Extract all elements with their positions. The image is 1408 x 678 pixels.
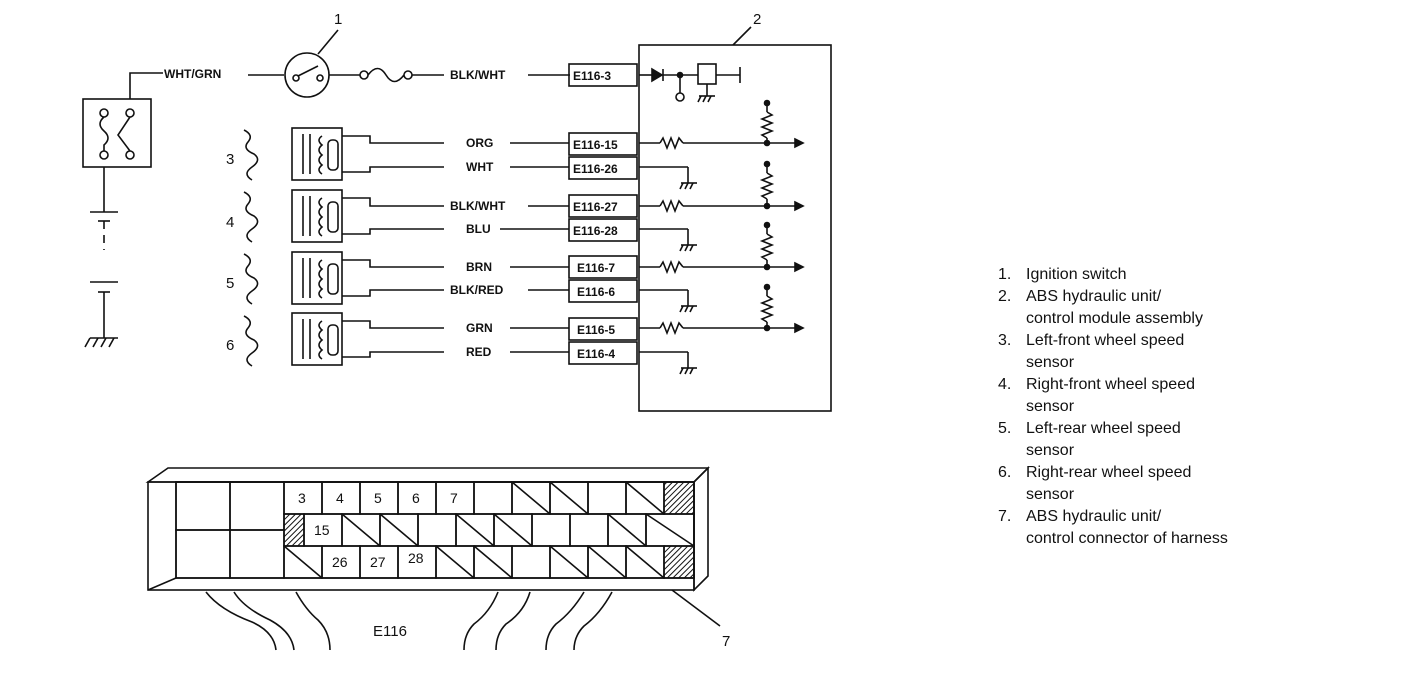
- connector-cell-7: 7: [450, 490, 458, 506]
- module-power-circuit: [639, 63, 741, 103]
- wheel-speed-sensors: [243, 127, 569, 367]
- legend-number: 3.: [998, 332, 1012, 349]
- wire-label-wht-grn: WHT/GRN: [164, 67, 221, 81]
- legend-number: 5.: [998, 420, 1012, 437]
- pin-label-e116-5: E116-5: [577, 323, 615, 337]
- callout-1: 1: [334, 11, 342, 28]
- callout-2: 2: [753, 11, 761, 28]
- connector-cell-6: 6: [412, 490, 420, 506]
- pin-label-e116-28: E116-28: [573, 224, 618, 238]
- fuse-symbol: [359, 67, 570, 83]
- legend-number: 6.: [998, 464, 1012, 481]
- battery-relay-circuit: [82, 72, 163, 348]
- legend-number: 4.: [998, 376, 1012, 393]
- module-sensor-inputs: [639, 99, 805, 375]
- pin-label-e116-26: E116-26: [573, 162, 618, 176]
- wire-label-wht: WHT: [466, 160, 494, 174]
- wire-label-blu: BLU: [466, 222, 491, 236]
- legend-number: 2.: [998, 288, 1012, 305]
- legend: 1. Ignition switch 2. ABS hydraulic unit…: [998, 264, 1298, 550]
- legend-item: 3. Left-front wheel speed sensor: [998, 330, 1298, 374]
- legend-item: 6. Right-rear wheel speed sensor: [998, 462, 1298, 506]
- pin-label-e116-7: E116-7: [577, 261, 615, 275]
- wire-label-red: RED: [466, 345, 492, 359]
- legend-item: 2. ABS hydraulic unit/ control module as…: [998, 286, 1298, 330]
- legend-number: 7.: [998, 508, 1012, 525]
- legend-text: Right-rear wheel speed sensor: [1026, 464, 1192, 503]
- connector-cell-3: 3: [298, 490, 306, 506]
- wire-label-blk-wht-top: BLK/WHT: [450, 68, 506, 82]
- pin-label-e116-27: E116-27: [573, 200, 618, 214]
- pin-label-e116-6: E116-6: [577, 285, 615, 299]
- callout-5: 5: [226, 275, 234, 292]
- wire-label-blk-red: BLK/RED: [450, 283, 504, 297]
- connector-name: E116: [373, 623, 407, 640]
- connector-cell-27: 27: [370, 554, 386, 570]
- wire-label-org: ORG: [466, 136, 493, 150]
- pin-label-e116-4: E116-4: [577, 347, 615, 361]
- pin-label-e116-3: E116-3: [573, 69, 611, 83]
- legend-text: ABS hydraulic unit/ control connector of…: [1026, 508, 1228, 547]
- legend-number: 1.: [998, 266, 1012, 283]
- callout-4: 4: [226, 214, 234, 231]
- connector-cell-28: 28: [408, 550, 424, 566]
- legend-text: Left-rear wheel speed sensor: [1026, 420, 1181, 459]
- abs-control-module: [638, 26, 832, 412]
- callout-7: 7: [722, 633, 730, 650]
- legend-text: ABS hydraulic unit/ control module assem…: [1026, 288, 1203, 327]
- legend-item: 5. Left-rear wheel speed sensor: [998, 418, 1298, 462]
- harness-connector: [145, 466, 721, 651]
- legend-item: 7. ABS hydraulic unit/ control connector…: [998, 506, 1298, 550]
- connector-cell-5: 5: [374, 490, 382, 506]
- callout-6: 6: [226, 337, 234, 354]
- wire-label-blk-wht: BLK/WHT: [450, 199, 506, 213]
- connector-cell-4: 4: [336, 490, 344, 506]
- legend-item: 4. Right-front wheel speed sensor: [998, 374, 1298, 418]
- connector-cell-15: 15: [314, 522, 330, 538]
- ignition-switch: [248, 29, 360, 98]
- pin-label-e116-15: E116-15: [573, 138, 618, 152]
- legend-text: Right-front wheel speed sensor: [1026, 376, 1195, 415]
- callout-3: 3: [226, 151, 234, 168]
- connector-cell-26: 26: [332, 554, 348, 570]
- pin-boxes: [568, 63, 638, 365]
- legend-item: 1. Ignition switch: [998, 264, 1298, 286]
- wire-label-grn: GRN: [466, 321, 493, 335]
- wire-label-brn: BRN: [466, 260, 492, 274]
- legend-text: Ignition switch: [1026, 266, 1127, 283]
- legend-text: Left-front wheel speed sensor: [1026, 332, 1185, 371]
